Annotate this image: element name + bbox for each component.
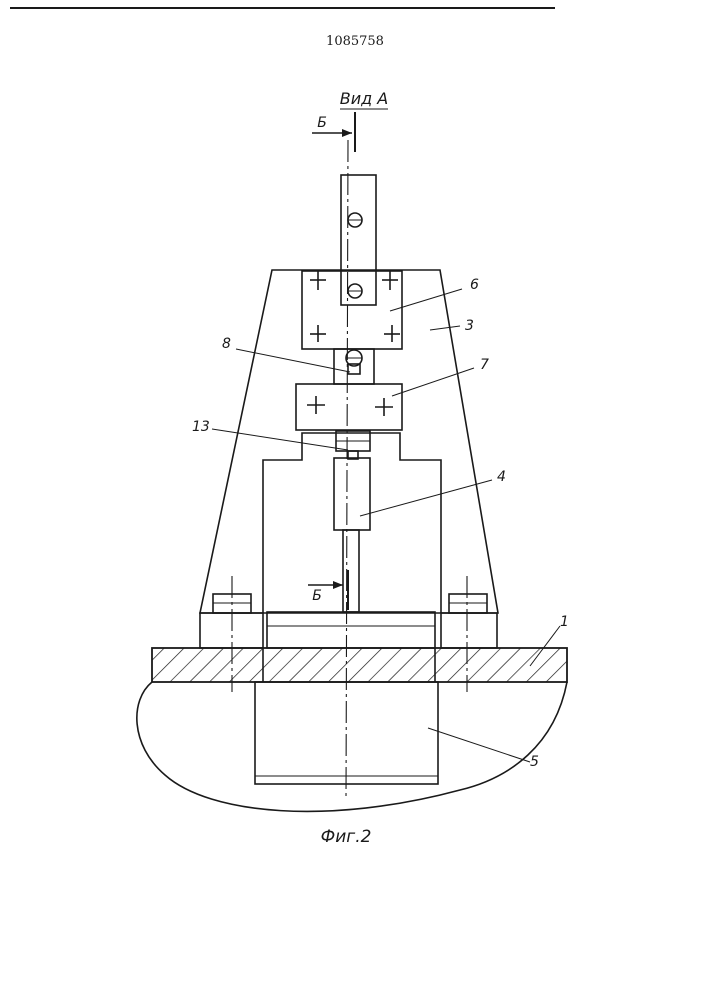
- leader-4: [360, 480, 492, 516]
- figure-caption: Фиг.2: [321, 827, 372, 847]
- leader-6: [390, 289, 462, 311]
- cylinder-rod: [343, 530, 359, 612]
- leader-3: [430, 326, 460, 330]
- center-axis: [346, 140, 348, 800]
- slab-part-1: [152, 648, 567, 682]
- bolt-right-base: [441, 613, 497, 648]
- callout-7: 7: [480, 357, 489, 373]
- block-7-cross-marks: [307, 396, 393, 416]
- cylinder-part-4: [334, 458, 370, 530]
- callout-6: 6: [470, 277, 479, 293]
- view-label: Вид А: [340, 89, 388, 108]
- callout-8: 8: [222, 336, 231, 352]
- section-mark-bottom-arrowhead: [333, 581, 343, 589]
- patent-number: 1085758: [326, 34, 384, 49]
- callout-4: 4: [497, 469, 506, 485]
- section-mark-top-arrowhead: [342, 129, 352, 137]
- section-mark-top-label: Б: [317, 115, 327, 131]
- leader-13: [212, 429, 348, 450]
- callout-13: 13: [192, 419, 210, 435]
- base-plate: [267, 612, 435, 648]
- block-6-cross-marks: [310, 271, 400, 342]
- callout-1: 1: [560, 614, 569, 630]
- frame-inner-cutout: [263, 433, 441, 613]
- leader-5: [428, 728, 530, 762]
- leader-7: [392, 368, 474, 396]
- callout-5: 5: [530, 754, 539, 770]
- break-out-boundary: [137, 682, 567, 811]
- section-mark-bottom-label: Б: [312, 588, 322, 604]
- callout-3: 3: [465, 318, 474, 334]
- block-part-6: [302, 271, 402, 349]
